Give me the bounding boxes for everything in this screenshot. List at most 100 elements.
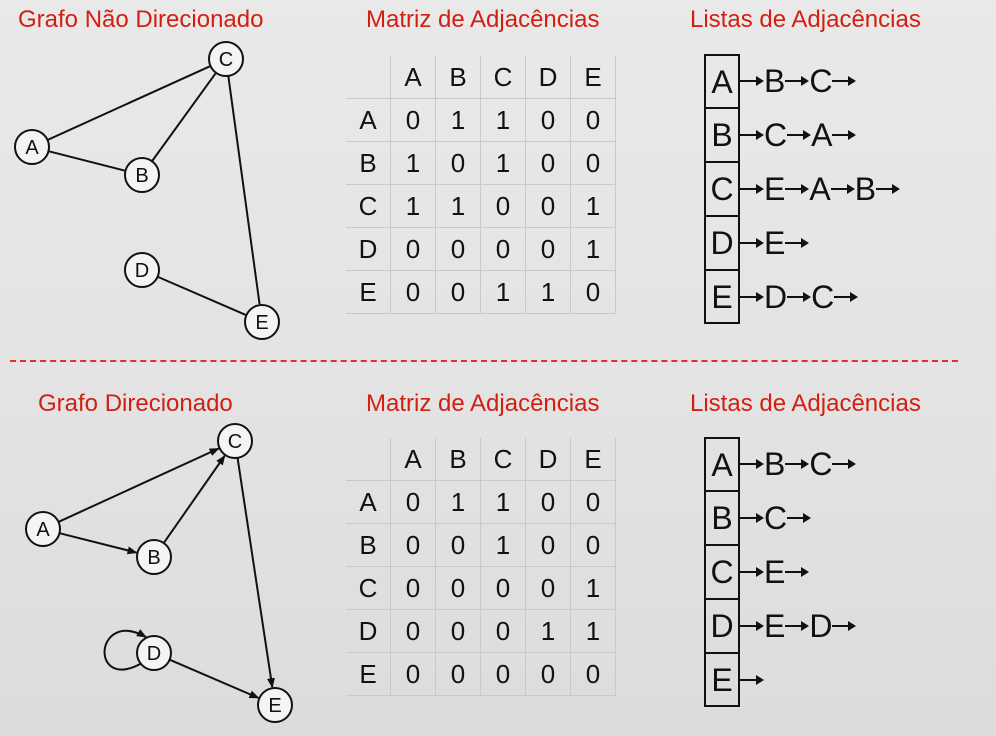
matrix-row-header: C [346,184,391,228]
matrix-cell: 1 [570,184,616,228]
list-item: E [764,170,786,207]
list-item: C [811,278,835,315]
matrix-cell: 0 [435,227,481,271]
matrix-cell: 1 [435,480,481,524]
node-circle [244,304,280,340]
node-label: A [25,137,39,159]
graph-node-b: B [124,157,160,193]
arrow-icon [740,621,764,631]
list-item: C [809,62,833,99]
matrix-cell: 0 [525,141,571,185]
node-circle [124,157,160,193]
arrow-icon [832,621,857,631]
arrow-icon [785,621,810,631]
matrix-cell: 1 [480,141,526,185]
matrix-cell: 1 [390,141,436,185]
node-label: B [147,547,160,569]
list-item: A [809,170,831,207]
list-item: C [809,445,833,482]
list-head-vertex: C [704,162,740,216]
arrow-icon [740,292,764,302]
matrix-cell: 0 [480,652,526,696]
matrix-cell: 0 [435,609,481,653]
matrix-column-header: D [525,438,571,481]
list-head-vertex: C [704,545,740,599]
matrix-cell: 0 [435,523,481,567]
matrix-cell: 0 [525,523,571,567]
edge-B-C [162,454,226,544]
list-item: B [764,62,786,99]
node-circle [14,129,50,165]
arrow-icon [832,76,857,86]
matrix-corner [346,56,391,99]
undirected-graph-title: Grafo Não Direcionado [18,6,264,33]
graph-node-c: C [208,41,244,77]
node-circle [136,635,172,671]
matrix-cell: 0 [435,141,481,185]
node-label: D [147,643,161,665]
matrix-column-header: E [570,438,616,481]
matrix-cell: 1 [570,566,616,610]
matrix-cell: 0 [390,566,436,610]
list-head-vertex: E [704,270,740,324]
graph-node-e: E [244,304,280,340]
edge-A-C [58,447,220,523]
top-matrix-title: Matriz de Adjacências [366,6,600,33]
matrix-cell: 0 [435,566,481,610]
matrix-cell: 1 [480,480,526,524]
matrix-row-header: B [346,141,391,185]
list-item: D [809,607,833,644]
matrix-cell: 0 [525,184,571,228]
matrix-column-header: A [390,438,436,481]
arrow-icon [740,76,764,86]
matrix-cell: 0 [480,184,526,228]
node-label: E [268,695,281,717]
matrix-row-header: D [346,227,391,271]
matrix-cell: 0 [525,98,571,142]
node-circle [217,423,253,459]
list-head-vertex: B [704,108,740,162]
matrix-cell: 0 [435,270,481,314]
list-item: E [764,224,786,261]
matrix-row-header: E [346,270,391,314]
list-head-vertex: A [704,437,740,491]
graph-node-a: A [25,511,61,547]
matrix-cell: 1 [480,98,526,142]
directed-graph-title: Grafo Direcionado [38,390,233,417]
list-item: A [811,116,833,153]
matrix-cell: 0 [390,98,436,142]
node-circle [25,511,61,547]
matrix-cell: 0 [570,270,616,314]
matrix-column-header: E [570,56,616,99]
arrow-icon [830,184,855,194]
matrix-column-header: B [435,56,481,99]
list-head-vertex: A [704,54,740,108]
node-circle [208,41,244,77]
matrix-column-header: B [435,438,481,481]
list-item: B [764,445,786,482]
arrow-icon [740,238,764,248]
list-head-vertex: D [704,599,740,653]
matrix-row-header: E [346,652,391,696]
edge-B-C [151,72,217,162]
matrix-cell: 1 [435,98,481,142]
matrix-cell: 1 [570,227,616,271]
arrow-icon [785,459,810,469]
matrix-row-header: D [346,609,391,653]
arrow-icon [787,292,812,302]
matrix-cell: 0 [480,227,526,271]
arrow-icon [785,76,810,86]
